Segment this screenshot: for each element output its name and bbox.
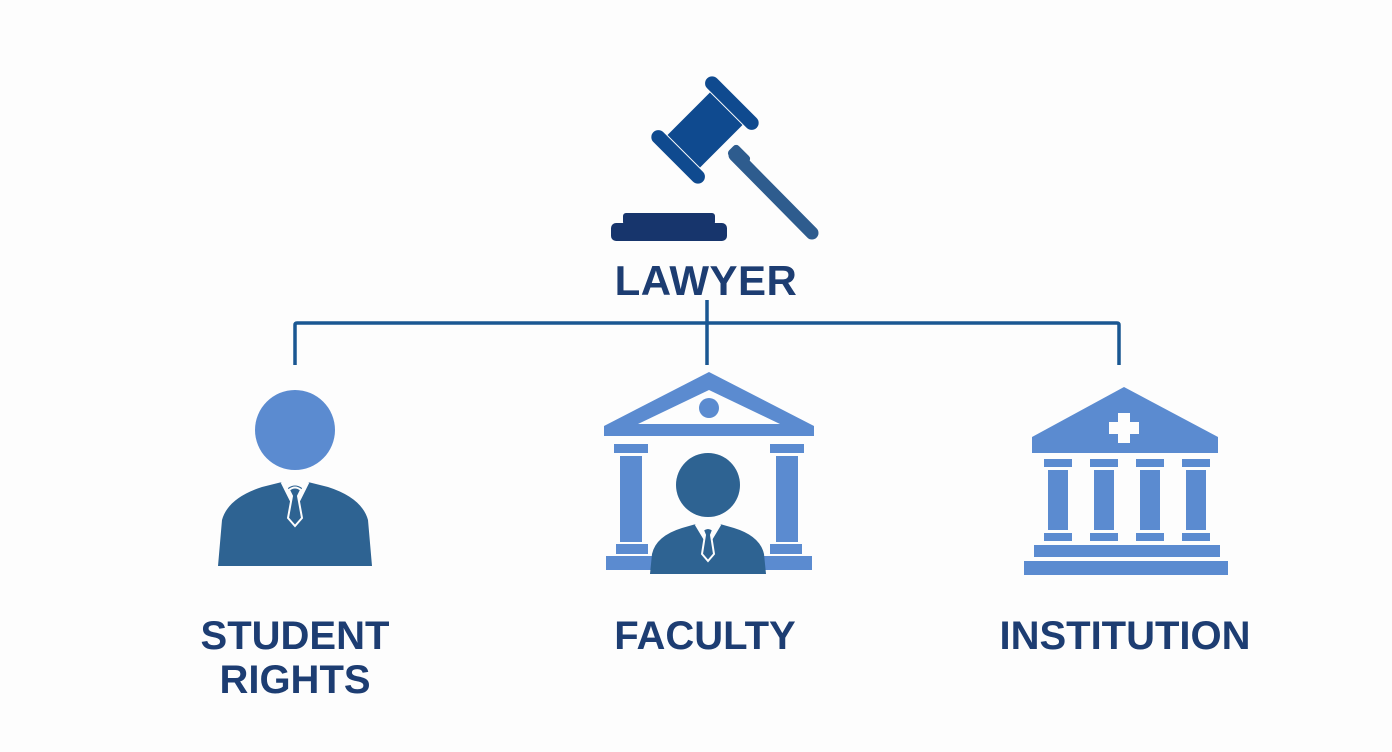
child-label-faculty: FACULTY bbox=[614, 614, 796, 658]
gavel-icon bbox=[600, 55, 840, 255]
student-rights-line1: STUDENT bbox=[200, 614, 390, 658]
student-rights-line2: RIGHTS bbox=[219, 658, 371, 702]
child-label-student-rights: STUDENT RIGHTS bbox=[150, 614, 440, 702]
person-suit-icon bbox=[212, 390, 378, 570]
institution-building-cross-icon bbox=[1020, 385, 1232, 577]
root-label-lawyer: LAWYER bbox=[614, 257, 798, 304]
child-label-institution: INSTITUTION bbox=[999, 614, 1251, 658]
person-in-building-icon bbox=[598, 368, 820, 576]
